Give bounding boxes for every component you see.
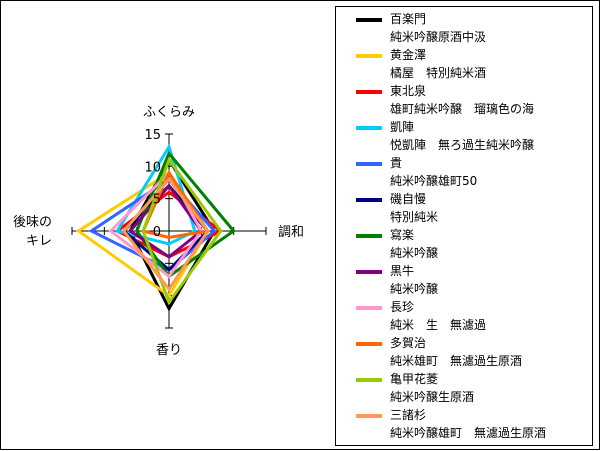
legend-series-name: 黄金澤 xyxy=(390,48,427,62)
legend-series-name: 東北泉 xyxy=(390,84,427,98)
legend-entry: 磯自慢特別純米 xyxy=(336,191,592,227)
legend-series-name: 長珍 xyxy=(390,300,415,314)
legend-series-subtitle: 純米 生 無濾過 xyxy=(390,318,487,332)
legend-swatch xyxy=(356,378,382,382)
legend-series-subtitle: 雄町純米吟醸 瑠璃色の海 xyxy=(390,102,535,116)
legend-series-name: 亀甲花菱 xyxy=(390,372,439,386)
legend-entry: 黒牛純米吟醸 xyxy=(336,263,592,299)
legend-series-subtitle: 純米吟醸原酒中汲 xyxy=(390,30,487,44)
legend-series-name: 凱陣 xyxy=(390,120,415,134)
legend-entry: 百楽門純米吟醸原酒中汲 xyxy=(336,11,592,47)
legend-swatch xyxy=(356,90,382,94)
legend-swatch xyxy=(356,342,382,346)
legend-series-subtitle: 橘屋 特別純米酒 xyxy=(390,66,487,80)
axis-label: 香り xyxy=(156,343,182,358)
axis-label: 後味のキレ xyxy=(13,215,52,249)
legend-swatch xyxy=(356,414,382,418)
series-line xyxy=(141,156,223,306)
legend: 百楽門純米吟醸原酒中汲黄金澤橘屋 特別純米酒東北泉雄町純米吟醸 瑠璃色の海凱陣悦… xyxy=(335,6,593,446)
axis-label: 調和 xyxy=(278,225,304,240)
legend-series-name: 三諸杉 xyxy=(390,408,427,422)
legend-series-name: 黒牛 xyxy=(390,264,415,278)
legend-series-subtitle: 純米吟醸 xyxy=(390,246,439,260)
radar-series-layer xyxy=(75,143,236,312)
legend-series-subtitle: 純米吟醸生原酒 xyxy=(390,390,475,404)
legend-series-name: 多賀治 xyxy=(390,336,427,350)
legend-series-subtitle: 純米吟醸雄町50 xyxy=(390,174,478,188)
legend-swatch xyxy=(356,54,382,58)
tick-label: 15 xyxy=(144,128,161,143)
legend-entry: 凱陣悦凱陣 無ろ過生純米吟醸 xyxy=(336,119,592,155)
legend-entry: 黄金澤橘屋 特別純米酒 xyxy=(336,47,592,83)
legend-series-subtitle: 悦凱陣 無ろ過生純米吟醸 xyxy=(390,138,535,152)
series-line xyxy=(127,183,204,259)
legend-entry: 亀甲花菱純米吟醸生原酒 xyxy=(336,371,592,407)
series-line xyxy=(121,176,210,292)
legend-series-subtitle: 純米雄町 無濾過生原酒 xyxy=(390,354,523,368)
legend-swatch xyxy=(356,270,382,274)
legend-series-name: 百楽門 xyxy=(390,12,427,26)
legend-swatch xyxy=(356,126,382,130)
legend-entry: 長珍純米 生 無濾過 xyxy=(336,299,592,335)
legend-entry: 三諸杉純米吟醸雄町 無濾過生原酒 xyxy=(336,407,592,443)
legend-swatch xyxy=(356,306,382,310)
legend-entry: 寫楽純米吟醸 xyxy=(336,227,592,263)
legend-swatch xyxy=(356,234,382,238)
legend-series-name: 貴 xyxy=(390,156,403,170)
tick-label: 5 xyxy=(153,193,161,208)
legend-series-subtitle: 純米吟醸雄町 無濾過生原酒 xyxy=(390,426,547,440)
legend-entry: 多賀治純米雄町 無濾過生原酒 xyxy=(336,335,592,371)
legend-series-name: 寫楽 xyxy=(390,228,415,242)
legend-series-name: 磯自慢 xyxy=(390,192,427,206)
legend-swatch xyxy=(356,162,382,166)
legend-series-subtitle: 特別純米 xyxy=(390,210,439,224)
legend-series-subtitle: 純米吟醸 xyxy=(390,282,439,296)
tick-label: 0 xyxy=(153,225,161,240)
axis-label: ふくらみ xyxy=(143,105,195,120)
tick-label: 10 xyxy=(144,160,161,175)
legend-swatch xyxy=(356,198,382,202)
legend-entry: 貴純米吟醸雄町50 xyxy=(336,155,592,191)
legend-entry: 東北泉雄町純米吟醸 瑠璃色の海 xyxy=(336,83,592,119)
series-line xyxy=(108,170,204,279)
legend-swatch xyxy=(356,18,382,22)
